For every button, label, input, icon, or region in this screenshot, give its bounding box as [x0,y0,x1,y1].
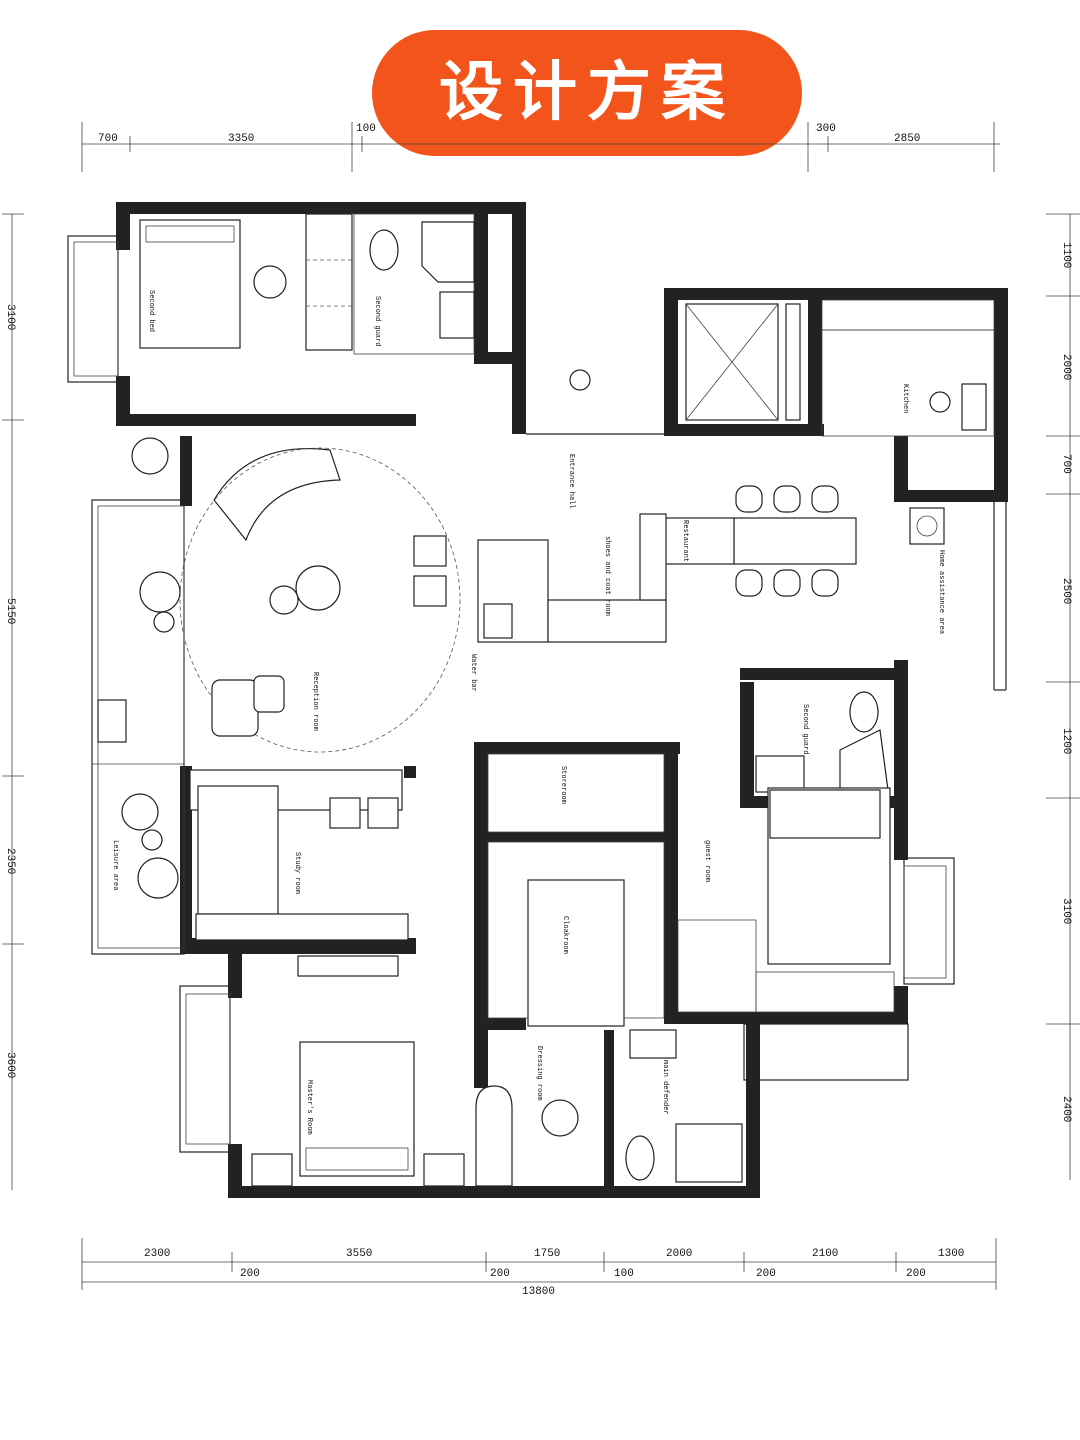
dim-left-2: 5150 [4,598,16,624]
dim-bottom-3: 1750 [534,1248,560,1260]
dim-top-4: 300 [816,123,836,135]
dim-right-7: 2400 [1060,1096,1072,1122]
label-reception: Reception room [311,672,319,731]
dim-right-3: 700 [1060,454,1072,474]
label-master-bedroom: Master's Room [305,1080,313,1135]
dim-bottom-small-4: 200 [756,1268,776,1280]
dim-right-5: 1200 [1060,728,1072,754]
right-dimensions: 1100 2000 700 2500 1200 3100 2400 [1046,213,1080,1180]
title-badge: 设计方案 [372,30,802,156]
dim-left-4: 3600 [4,1052,16,1078]
badge-background [372,30,802,156]
furniture [97,213,987,1187]
dim-right-2: 2000 [1060,354,1072,380]
top-dimensions: 700 3350 100 300 2850 [81,122,1000,172]
label-second-guard-mid: Second guard [801,704,809,754]
left-dimensions: 3100 5150 2350 3600 [2,213,24,1190]
sink-icon [439,291,475,339]
label-main-defender: main defender [661,1060,669,1115]
toilet-icon [369,229,399,271]
partitions [67,213,1007,1153]
dim-bottom-total: 13800 [522,1286,555,1298]
dim-bottom-4: 2000 [666,1248,692,1260]
label-second-bedroom: Second bed [147,290,155,332]
label-kitchen: Kitchen [901,384,909,413]
label-cloakroom: Cloakroom [561,916,569,954]
page-title: 设计方案 [439,56,735,130]
shower-icon [421,221,475,283]
walls [116,202,1008,1198]
dim-bottom-2: 3550 [346,1248,372,1260]
dim-right-6: 3100 [1060,898,1072,924]
label-guest-room: guest room [703,840,711,882]
dim-left-3: 2350 [4,848,16,874]
label-restaurant: Restaurant [681,520,689,562]
master-bed-icon [299,1041,415,1177]
dim-bottom-5: 2100 [812,1248,838,1260]
dim-bottom-6: 1300 [938,1248,964,1260]
plant-icon [139,571,181,613]
dim-bottom-small-5: 200 [906,1268,926,1280]
label-second-guard-top: Second guard [373,296,381,346]
label-shoes-coat: shoes and coat room [603,536,611,616]
dim-top-2: 3350 [228,133,254,145]
coffee-table-icon [295,565,341,611]
label-study: Study room [293,852,301,894]
dim-left-1: 3100 [4,304,16,330]
dim-top-5: 2850 [894,133,920,145]
label-storeroom: Storeroom [559,766,567,804]
dim-bottom-small-3: 100 [614,1268,634,1280]
person-icon [569,369,591,391]
washer-icon [909,507,945,545]
second-bed-icon [139,219,241,349]
room-labels: Second bed Second guard Kitchen Entrance… [111,290,945,1135]
dim-bottom-small-2: 200 [490,1268,510,1280]
study-bed-icon [197,785,279,915]
lounge-chair-icon [253,265,287,299]
dim-bottom-1: 2300 [144,1248,170,1260]
label-entrance-hall: Entrance hall [567,454,575,509]
label-home-assist: Home assistance area [937,550,945,634]
label-water-bar: Water bar [469,654,477,692]
dim-top-1: 700 [98,133,118,145]
label-dressing: Dressing room [535,1046,543,1101]
dim-top-3: 100 [356,123,376,135]
dining-table-icon [733,517,857,565]
label-leisure: Leisure area [111,840,119,890]
sofa-icon [213,448,341,542]
bottom-dimensions: 2300 3550 1750 2000 2100 1300 200 200 10… [81,1238,997,1298]
dim-right-4: 2500 [1060,578,1072,604]
dim-right-1: 1100 [1060,242,1072,268]
dim-bottom-small-1: 200 [240,1268,260,1280]
